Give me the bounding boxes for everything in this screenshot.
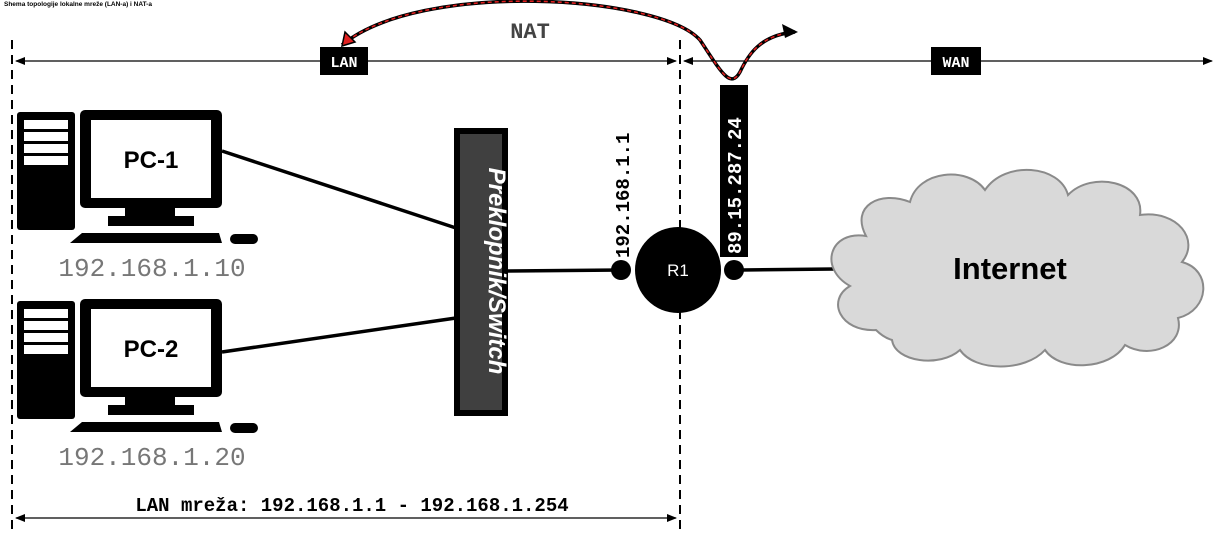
switch-label: Preklopnik/Switch — [483, 168, 510, 375]
diagram-caption: Shema topologije lokalne mreže (LAN-a) i… — [4, 1, 152, 8]
router-body — [635, 227, 721, 313]
wan-tag-text: WAN — [942, 55, 969, 72]
nat-arrow — [340, 0, 798, 81]
keyboard-icon — [70, 233, 222, 243]
tower-icon — [17, 112, 75, 230]
mouse-icon — [230, 234, 258, 244]
router-label: R1 — [667, 261, 689, 280]
lan-tag-text: LAN — [330, 55, 357, 72]
internet-label: Internet — [953, 251, 1067, 286]
pc-2: PC-2 192.168.1.20 — [17, 299, 258, 473]
nat-label: NAT — [510, 20, 550, 45]
lan-range-label: LAN mreža: 192.168.1.1 - 192.168.1.254 — [135, 495, 568, 517]
internet-cloud: Internet — [830, 169, 1205, 368]
router-lan-port — [611, 260, 631, 280]
keyboard-icon — [70, 422, 222, 432]
router-wan-ip-tag: 89.15.287.24 — [720, 85, 748, 257]
router-wan-ip: 89.15.287.24 — [725, 117, 747, 254]
wan-tag: WAN — [931, 47, 981, 75]
pc-1: PC-1 192.168.1.10 — [17, 110, 258, 284]
switch: Preklopnik/Switch — [454, 128, 510, 416]
router: R1 — [611, 227, 744, 313]
monitor-icon — [80, 110, 222, 226]
pc-2-ip: 192.168.1.20 — [58, 443, 245, 473]
lan-tag: LAN — [320, 47, 368, 75]
pc-1-ip: 192.168.1.10 — [58, 254, 245, 284]
cable-pc1-switch — [221, 149, 457, 230]
cable-pc2-switch — [221, 316, 457, 354]
router-lan-ip: 192.168.1.1 — [613, 133, 635, 258]
cable-switch-router — [505, 268, 623, 273]
pc-1-label: PC-1 — [124, 147, 179, 174]
pc-2-label: PC-2 — [124, 336, 179, 363]
monitor-icon — [80, 299, 222, 415]
router-wan-port — [724, 260, 744, 280]
tower-icon — [17, 301, 75, 419]
mouse-icon — [230, 423, 258, 433]
cable-router-internet — [741, 267, 836, 272]
